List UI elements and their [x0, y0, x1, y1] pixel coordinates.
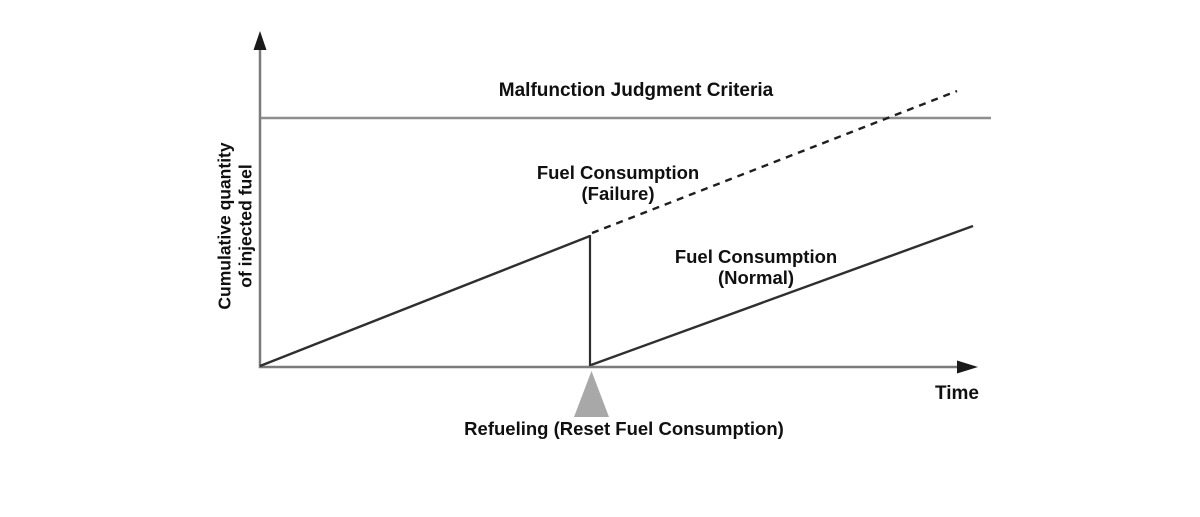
normal-series-label: Fuel Consumption (Normal) [675, 246, 837, 288]
failure-series-label-line2: (Failure) [581, 183, 655, 204]
y-axis-label-line2: of injected fuel [235, 164, 255, 288]
x-axis-arrowhead [957, 360, 978, 374]
refueling-annotation-label: Refueling (Reset Fuel Consumption) [464, 418, 784, 439]
fuel-rise-before-refuel [259, 234, 591, 368]
y-axis-label: Cumulative quantity of injected fuel [215, 142, 256, 309]
fuel-rise-normal [590, 224, 974, 367]
normal-series-label-line2: (Normal) [717, 267, 795, 288]
fuel-failure-dashed [591, 89, 958, 235]
y-axis-label-line1: Cumulative quantity [214, 142, 235, 310]
failure-series-label: Fuel Consumption (Failure) [537, 162, 699, 204]
normal-series-label-line1: Fuel Consumption [674, 246, 838, 267]
malfunction-criteria-label: Malfunction Judgment Criteria [498, 80, 774, 101]
y-axis-arrowhead [253, 31, 267, 50]
x-axis-label: Time [934, 383, 980, 404]
failure-series-label-line1: Fuel Consumption [536, 162, 700, 183]
refuel-marker-triangle [574, 371, 609, 417]
